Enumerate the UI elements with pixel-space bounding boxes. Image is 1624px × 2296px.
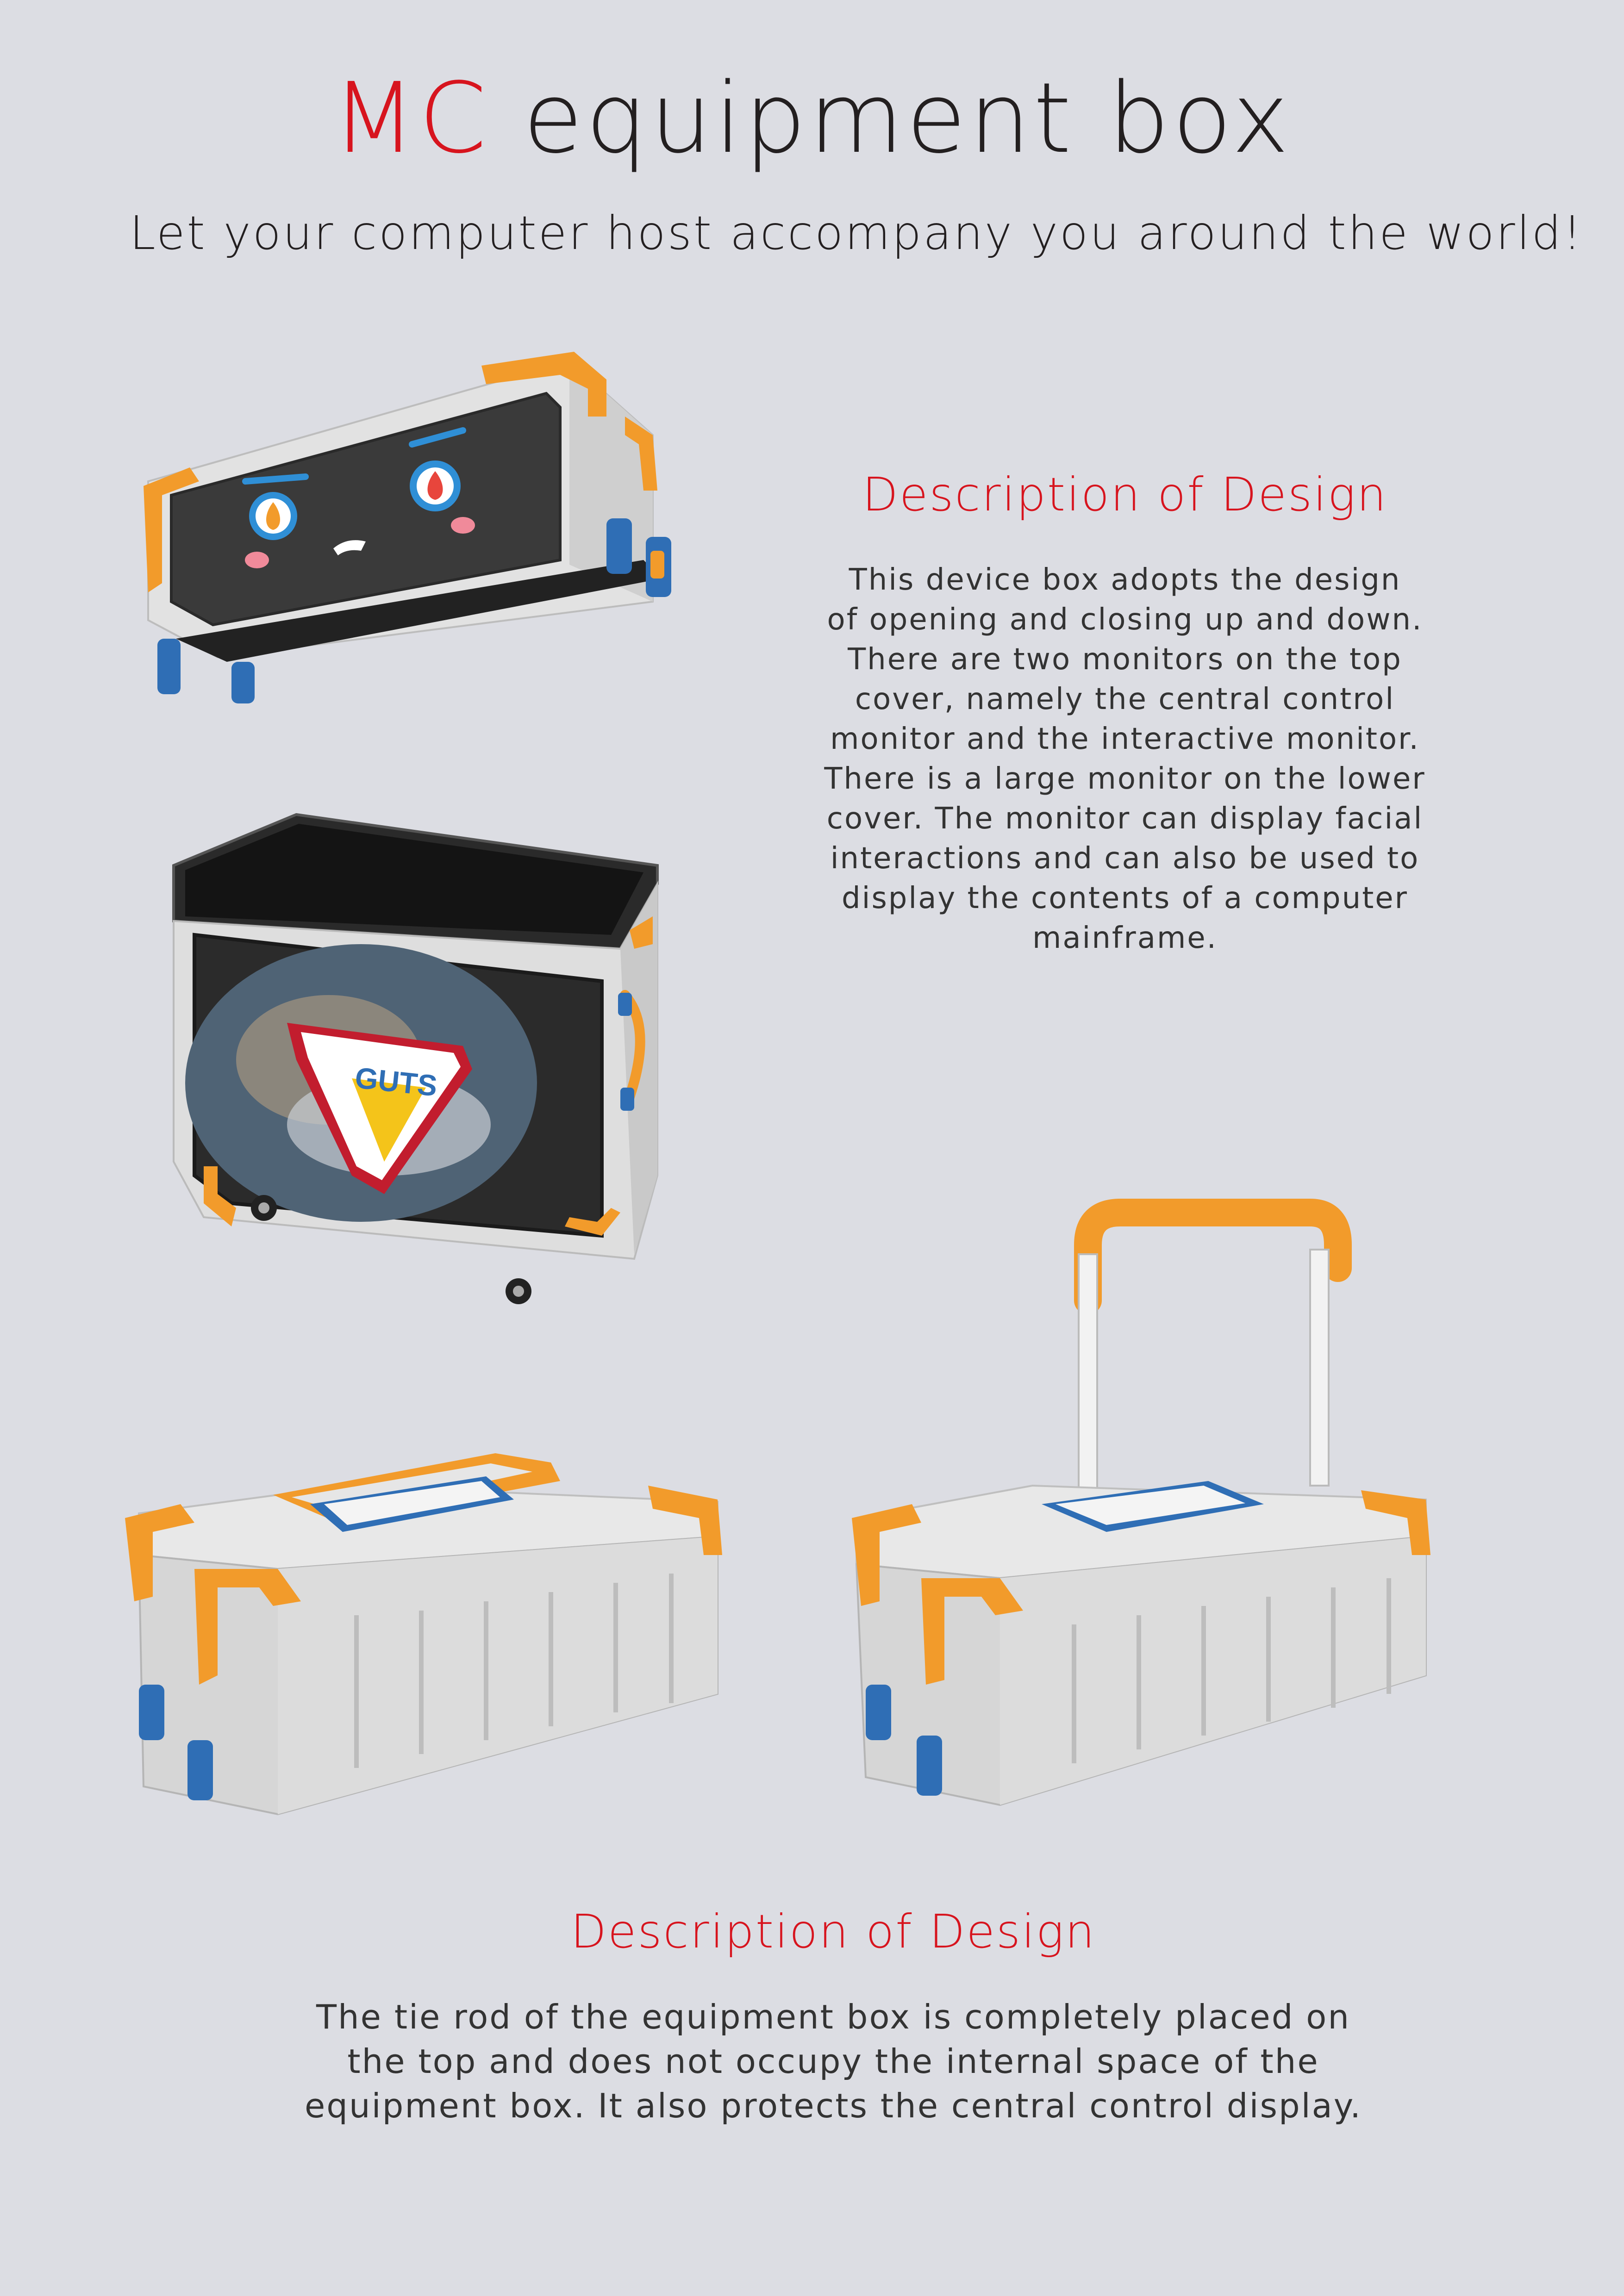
- section1-line: This device box adopts the design: [849, 563, 1401, 597]
- section2-line: the top and does not occupy the internal…: [347, 2042, 1319, 2081]
- box-face-render: [144, 352, 671, 703]
- section1-line: of opening and closing up and down.: [827, 603, 1423, 637]
- section1-line: cover. The monitor can display facial: [826, 802, 1424, 836]
- page-subtitle: Let your computer host accompany you aro…: [129, 206, 1584, 260]
- title-accent: MC: [332, 62, 490, 175]
- section1-line: monitor and the interactive monitor.: [830, 722, 1420, 756]
- section2-heading: Description of Design: [570, 1904, 1096, 1959]
- section1-line: mainframe.: [1032, 921, 1218, 955]
- box-open-render: GUTS: [172, 813, 659, 1304]
- section1-line: There is a large monitor on the lower: [824, 762, 1426, 796]
- section1-line: There are two monitors on the top: [848, 642, 1402, 677]
- page-title: MC equipment box: [0, 65, 1624, 172]
- box-closed-render: [125, 1453, 722, 1816]
- section1-line: interactions and can also be used to: [830, 841, 1420, 876]
- section2-line: The tie rod of the equipment box is comp…: [316, 1997, 1350, 2036]
- box-trolley-render: [852, 1199, 1430, 1806]
- section2-line: equipment box. It also protects the cent…: [304, 2086, 1362, 2125]
- section1-body: This device box adopts the design of ope…: [815, 560, 1435, 958]
- section1-line: display the contents of a computer: [842, 881, 1408, 915]
- section1-line: cover, namely the central control: [855, 682, 1395, 716]
- section1-heading: Description of Design: [862, 467, 1388, 522]
- title-rest: equipment box: [489, 62, 1292, 175]
- section2-body: The tie rod of the equipment box is comp…: [287, 1995, 1380, 2128]
